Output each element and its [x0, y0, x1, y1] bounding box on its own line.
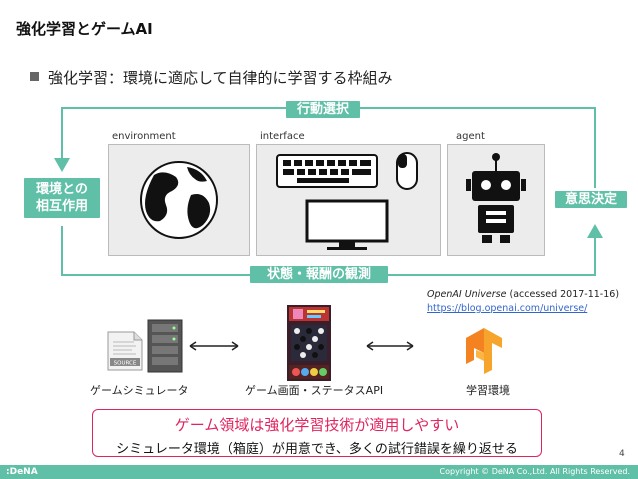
game-screen-image — [287, 305, 331, 381]
label-agent: agent — [456, 131, 485, 142]
callout-headline: ゲーム領域は強化学習技術が適用しやすい — [174, 416, 460, 434]
callout-detail: シミュレータ環境（箱庭）が用意でき、多くの試行錯誤を繰り返せる — [116, 442, 518, 457]
robot-icon — [466, 153, 526, 243]
tag-left-line2: 相互作用 — [35, 199, 88, 214]
label-environment: environment — [112, 131, 176, 142]
source-file-icon: SOURCE — [107, 331, 143, 371]
slide-title: 強化学習とゲームAI — [16, 20, 153, 38]
tag-left-line1: 環境との — [36, 182, 88, 197]
caption-learning-environment: 学習環境 — [466, 384, 510, 397]
tag-decision-making: 意思決定 — [555, 191, 627, 208]
reference-link[interactable]: https://blog.openai.com/universe/ — [427, 303, 588, 314]
game-simulator-image: SOURCE — [107, 319, 183, 373]
brand-logo: :DeNA — [6, 467, 38, 477]
reference-access-date: (accessed 2017-11-16) — [506, 289, 620, 300]
globe-icon — [140, 161, 218, 239]
panel-interface — [256, 144, 441, 256]
tag-state-reward-observation: 状態・報酬の観測 — [250, 266, 388, 283]
mouse-icon — [396, 152, 418, 190]
tag-environment-interaction: 環境との 相互作用 — [24, 178, 100, 218]
page-number: 4 — [619, 449, 625, 459]
footer-bar — [0, 465, 638, 479]
reference-source: OpenAI Universe (accessed 2017-11-16) — [427, 289, 619, 300]
label-interface: interface — [260, 131, 305, 142]
source-label: SOURCE — [114, 361, 137, 367]
bullet-marker — [30, 72, 39, 81]
reference-source-name: OpenAI Universe — [427, 289, 507, 300]
caption-game-screen-api: ゲーム画面・ステータスAPI — [245, 384, 384, 397]
monitor-icon — [305, 199, 389, 250]
server-icon — [147, 319, 183, 373]
caption-game-simulator: ゲームシミュレータ — [90, 384, 189, 397]
panel-agent — [447, 144, 545, 256]
tag-action-selection: 行動選択 — [286, 101, 360, 118]
keyboard-icon — [276, 154, 378, 188]
tensorflow-icon — [466, 328, 502, 374]
bullet-text: 強化学習：環境に適応して自律的に学習する枠組み — [48, 69, 393, 87]
conclusion-callout: ゲーム領域は強化学習技術が適用しやすい シミュレータ環境（箱庭）が用意でき、多く… — [92, 409, 542, 457]
copyright-text: Copyright © DeNA Co.,Ltd. All Rights Res… — [439, 467, 630, 476]
panel-environment — [108, 144, 250, 256]
